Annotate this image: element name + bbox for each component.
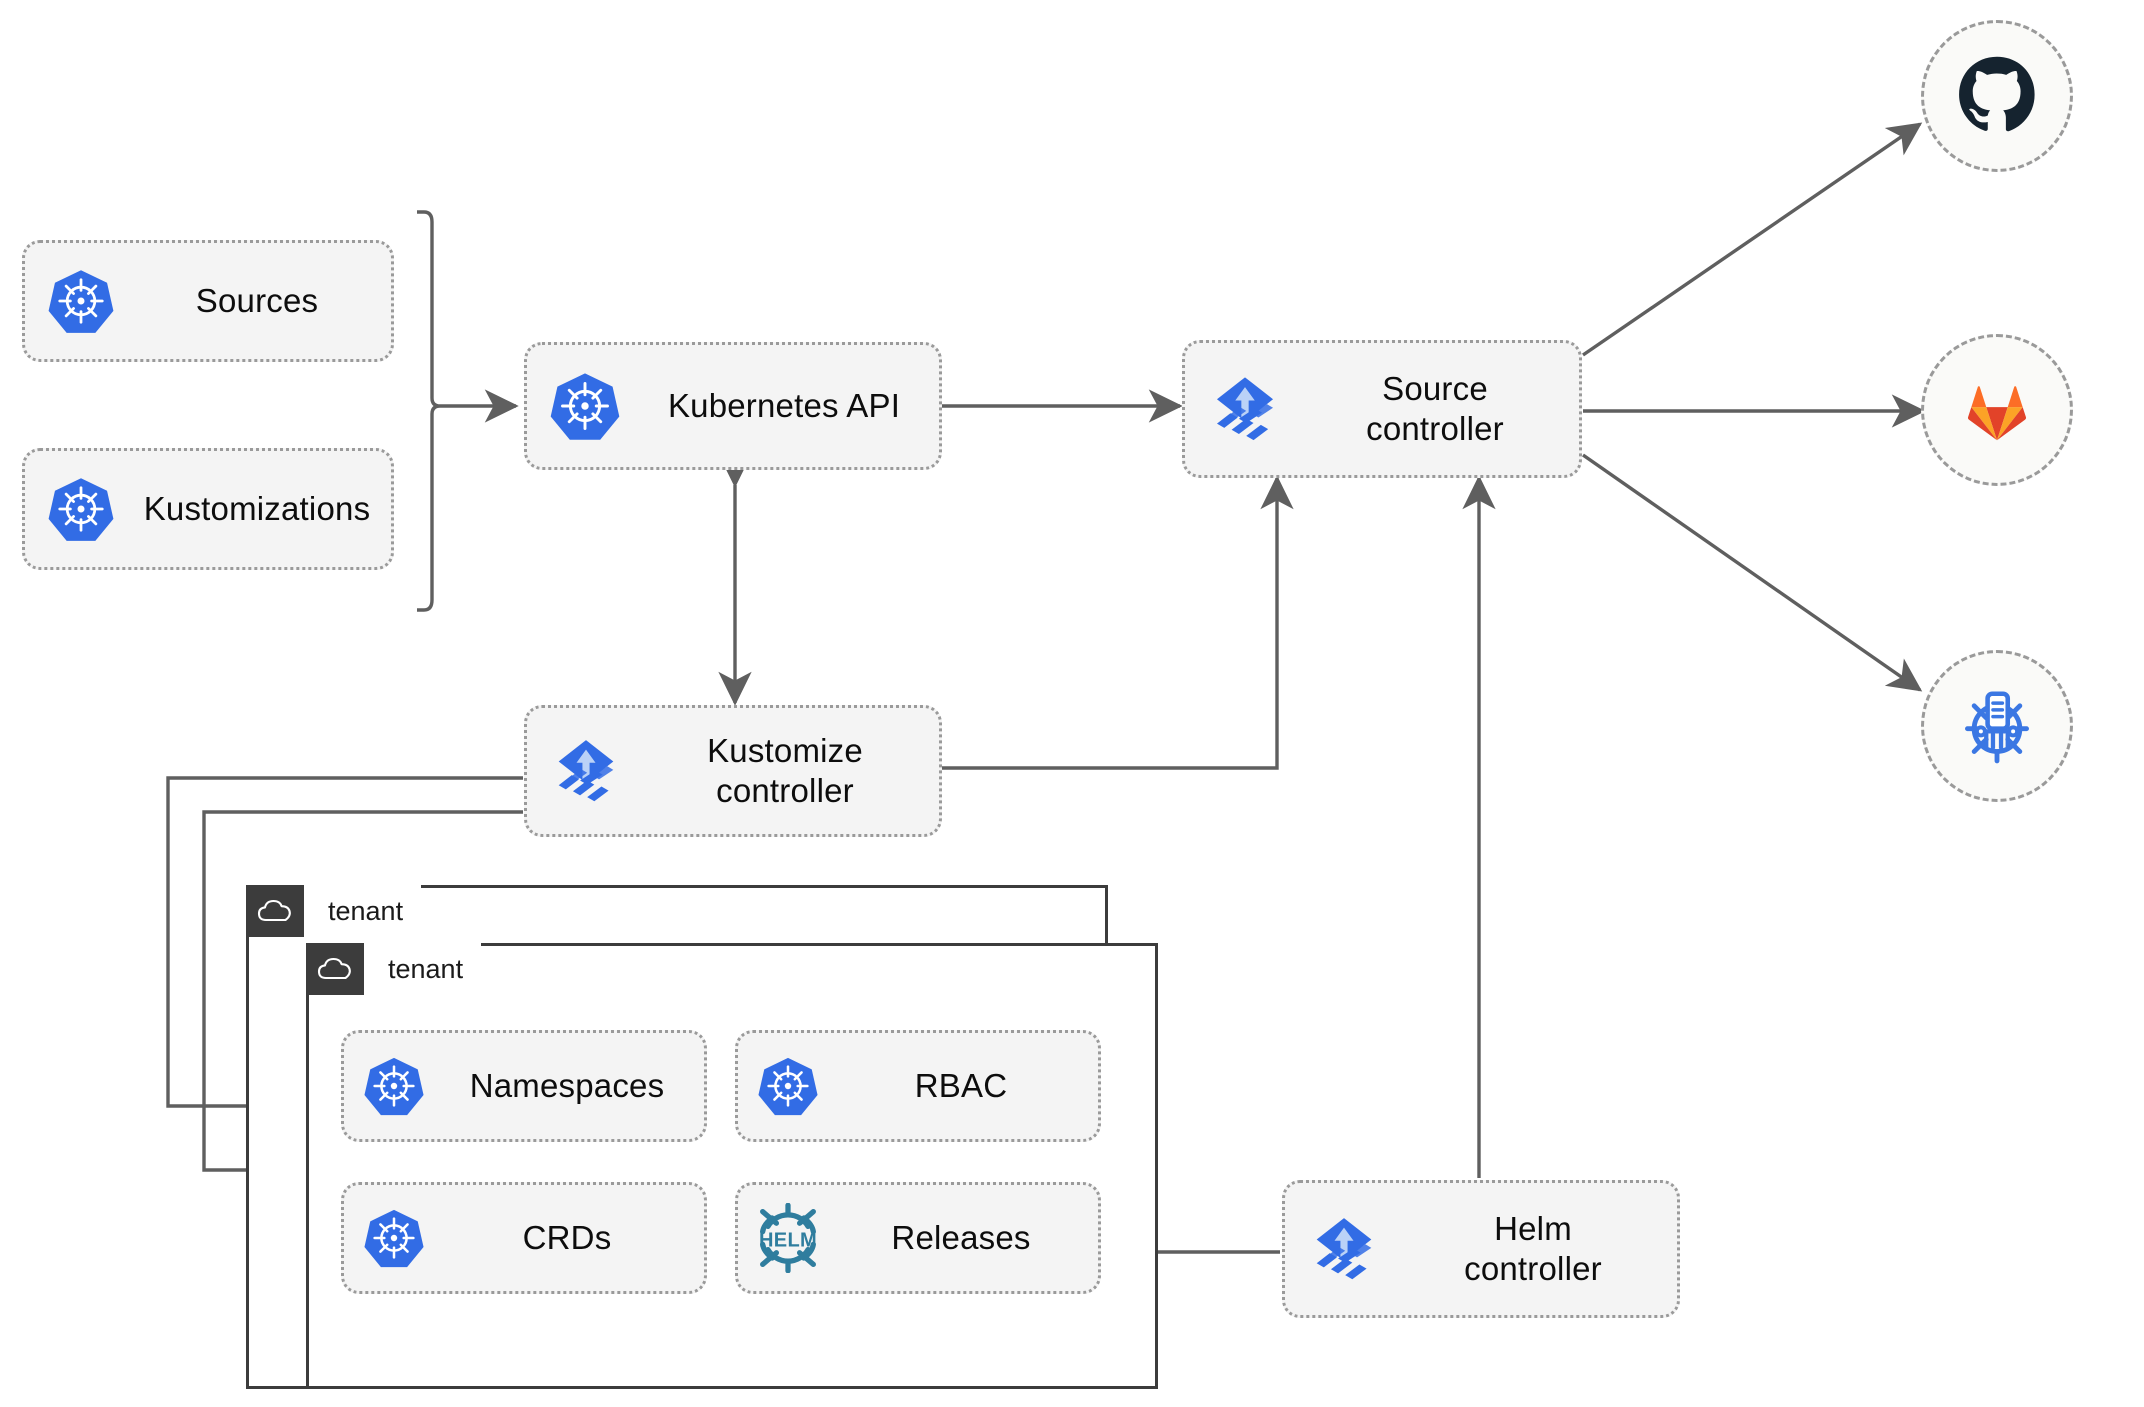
- source-controller-line1: Source: [1382, 369, 1488, 407]
- node-crds[interactable]: CRDs: [341, 1182, 707, 1294]
- node-source-controller-label: Source controller: [1305, 369, 1579, 450]
- edge-source-github: [1582, 122, 1923, 357]
- node-rbac-label: RBAC: [914, 1066, 1008, 1104]
- tenant-outer-header: tenant: [246, 885, 422, 937]
- helm-icon: HELM: [738, 1203, 838, 1273]
- svg-text:HELM: HELM: [759, 1229, 817, 1251]
- node-crds-label: CRDs: [522, 1218, 612, 1256]
- node-kustomize-controller-label: Kustomize controller: [645, 731, 939, 812]
- node-sources-label: Sources: [195, 281, 319, 319]
- kustomize-controller-line2: controller: [716, 772, 854, 809]
- node-namespaces-label: Namespaces: [469, 1066, 665, 1104]
- kubernetes-icon: [738, 1055, 838, 1117]
- node-kustomize-controller[interactable]: Kustomize controller: [524, 705, 942, 837]
- node-kustomizations[interactable]: Kustomizations: [22, 448, 394, 570]
- node-sources[interactable]: Sources: [22, 240, 394, 362]
- edge-kustomize-source: [940, 475, 1294, 770]
- cloud-icon: [306, 943, 364, 995]
- gitlab-icon: [1967, 386, 2027, 441]
- tenant-inner[interactable]: tenant: [306, 943, 1158, 1389]
- provider-bucket[interactable]: [1921, 650, 2073, 802]
- tenant-inner-header: tenant: [306, 943, 482, 995]
- edge-bracket-to-api: [417, 210, 441, 612]
- cloud-icon: [246, 885, 304, 937]
- edge-source-bucket: [1582, 453, 1923, 692]
- flux-icon: [527, 733, 645, 809]
- node-rbac[interactable]: RBAC: [735, 1030, 1101, 1142]
- provider-github[interactable]: [1921, 20, 2073, 172]
- node-kustomizations-label: Kustomizations: [143, 489, 371, 527]
- node-kubernetes-api-label: Kubernetes API: [667, 386, 901, 424]
- node-helm-controller-label: Helm controller: [1403, 1209, 1677, 1290]
- flux-icon: [1185, 370, 1305, 448]
- helm-controller-line1: Helm: [1494, 1209, 1572, 1247]
- github-icon: [1959, 56, 2035, 132]
- node-releases[interactable]: HELM Releases: [735, 1182, 1101, 1294]
- helm-repository-icon: [1965, 691, 2029, 764]
- node-helm-controller[interactable]: Helm controller: [1282, 1180, 1680, 1318]
- helm-controller-line2: controller: [1464, 1250, 1602, 1287]
- node-namespaces[interactable]: Namespaces: [341, 1030, 707, 1142]
- kubernetes-icon: [527, 370, 643, 442]
- tenant-inner-label: tenant: [364, 943, 482, 995]
- node-releases-label: Releases: [891, 1218, 1031, 1256]
- node-source-controller[interactable]: Source controller: [1182, 340, 1582, 478]
- source-controller-line2: controller: [1366, 410, 1504, 447]
- kubernetes-icon: [25, 475, 137, 543]
- node-kubernetes-api[interactable]: Kubernetes API: [524, 342, 942, 470]
- kubernetes-icon: [25, 267, 137, 335]
- kustomize-controller-line1: Kustomize: [707, 731, 863, 769]
- flux-icon: [1285, 1211, 1403, 1287]
- tenant-outer-label: tenant: [304, 885, 422, 937]
- kubernetes-icon: [344, 1055, 444, 1117]
- provider-gitlab[interactable]: [1921, 334, 2073, 486]
- kubernetes-icon: [344, 1207, 444, 1269]
